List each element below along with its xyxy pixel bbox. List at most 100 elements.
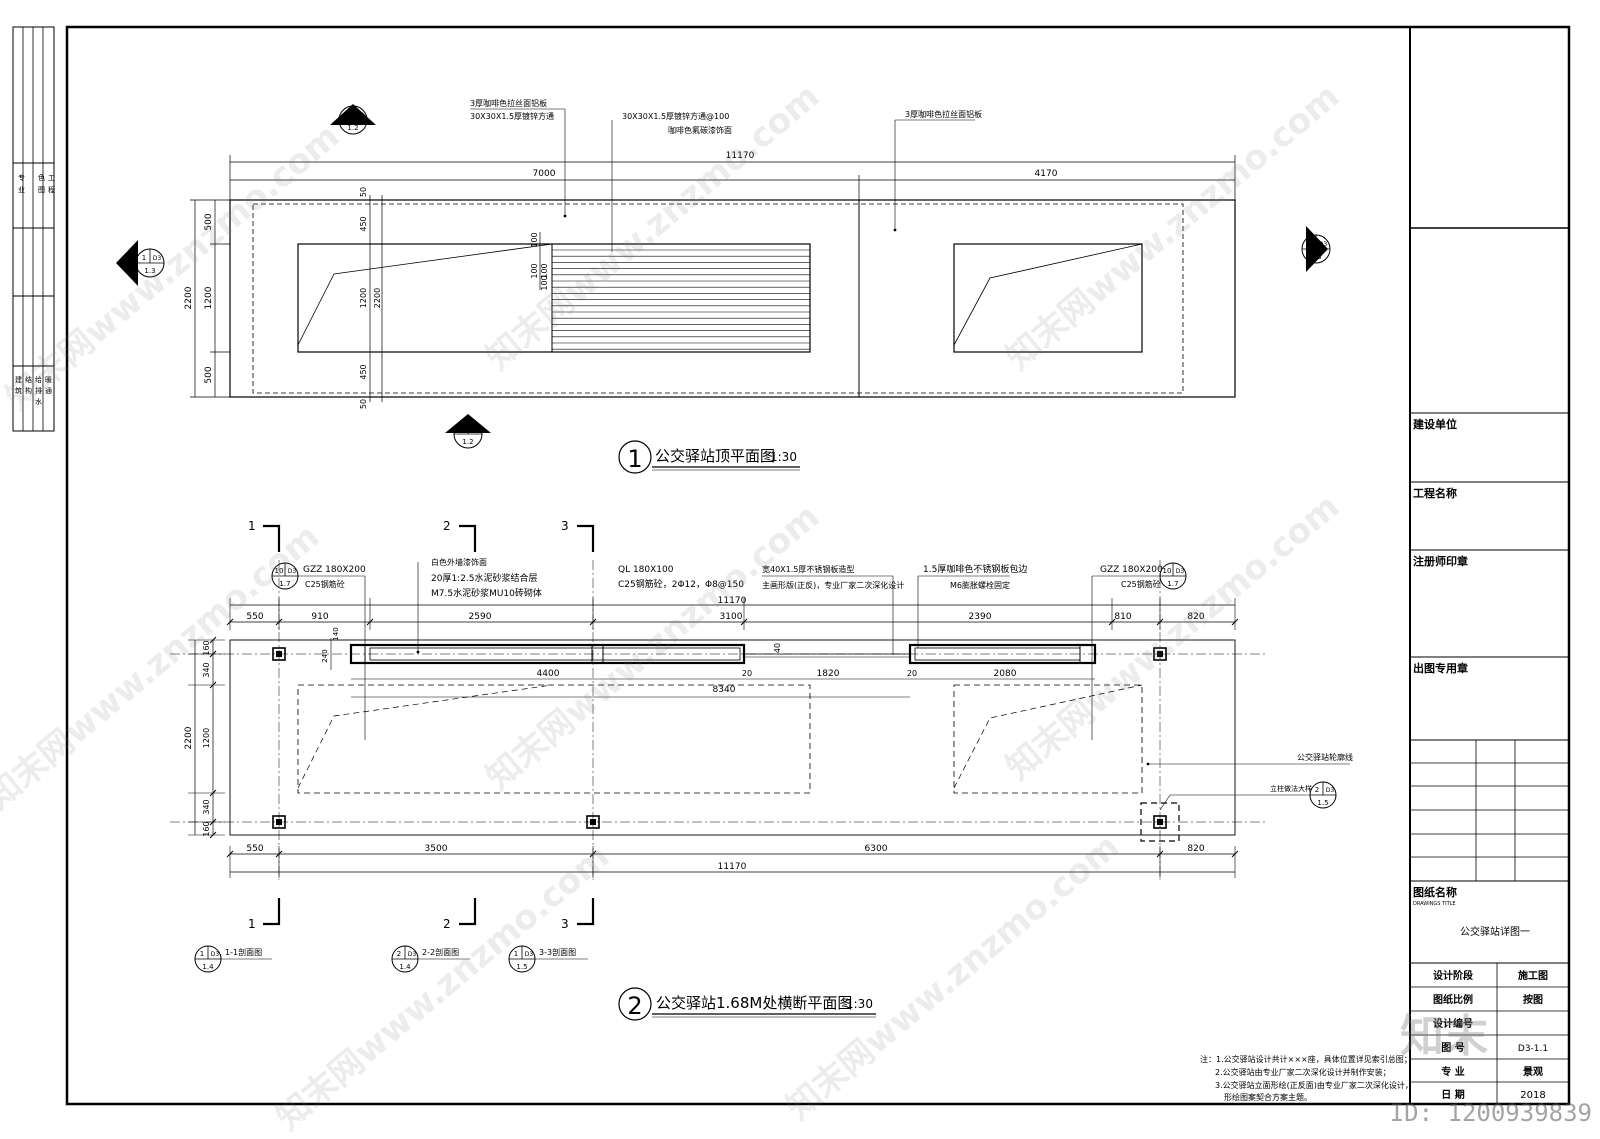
strip-col3-top-2: 程 (48, 185, 55, 194)
section-dim-top-4: 2390 (969, 612, 992, 622)
section-dim-top-6: 820 (1187, 612, 1204, 622)
section-dim-4400: 4400 (537, 669, 560, 679)
roof-plan-title-text: 公交驿站顶平面图 (655, 447, 775, 465)
section-marker-1-D3-1.3-left: 1 D3 1.3 (116, 240, 165, 286)
roof-dim-right: 4170 (1035, 169, 1058, 179)
tb-drawing-name: 公交驿站详图一 (1460, 925, 1530, 938)
cut-label-2-bottom: 2 (443, 917, 451, 931)
strip-col3-bottom-3: 水 (35, 397, 42, 406)
sec1-code: D3 (211, 951, 220, 958)
tb-project-label: 工程名称 (1413, 486, 1457, 500)
section-dim-left-3: 1200 (202, 728, 211, 748)
tb-discipline-label: 专 业 (1441, 1065, 1464, 1078)
column-mid-bottom (586, 815, 600, 829)
strip-col2-bottom-1: 结 (25, 375, 32, 384)
strip-col1-bottom-2: 筑 (15, 386, 22, 395)
section-marker-1-D3-1.2-bottom: 1 D3 1.2 (445, 414, 491, 449)
strip-col1-top-1: 专 (18, 173, 25, 182)
roof-dim-v-500b: 500 (204, 366, 214, 383)
roof-dim-v-500a: 500 (204, 213, 214, 230)
tb-sheet-value: D3-1.1 (1518, 1044, 1548, 1054)
section-dim-top-3: 3100 (720, 612, 743, 622)
sec2-sheet: 1.4 (399, 963, 411, 971)
section-dim-140: 140 (332, 627, 340, 640)
roof-dim-v-1200b: 1200 (359, 288, 368, 308)
sec-d-top: 1 (460, 425, 464, 433)
roof-dim-v-1200: 1200 (204, 286, 214, 309)
note-outline: 公交驿站轮廓线 (1297, 752, 1353, 762)
edge-spec: 1.5厚咖啡色不锈钢板包边 (923, 563, 1027, 575)
wall-finish-2: 20厚1:2.5水泥砂浆结合层 (431, 572, 538, 584)
sec-c-sheet: 1.3 (1310, 253, 1321, 261)
section-dim-left-4: 340 (202, 799, 211, 814)
sec3-top: 1 (514, 950, 518, 958)
tb-client-label: 建设单位 (1413, 417, 1457, 431)
drawing-frame (65, 25, 1571, 1106)
wall-right (908, 643, 1097, 665)
tb-scale-value: 按图 (1523, 993, 1543, 1006)
section-dim-1820: 1820 (817, 669, 840, 679)
section-dim-bottom-1: 3500 (425, 844, 448, 854)
roof-dim-v-50b: 50 (359, 399, 368, 409)
strip-col3-bottom-1: 给 (35, 375, 42, 384)
roof-opening-right-hint (953, 243, 1143, 346)
section-plan-title: 2 公交驿站1.68M处横断平面图 1:30 (618, 987, 876, 1021)
wall-finish-3: M7.5水泥砂浆MU10砖砌体 (431, 587, 542, 599)
sec3-label: 3-3剖面图 (539, 947, 576, 957)
roof-dim-100a: 100 (530, 232, 539, 247)
cut-marker-1-bottom: 1 (248, 898, 281, 931)
section-dim-top-total: 11170 (718, 596, 747, 606)
section-dim-left-5: 160 (202, 821, 211, 836)
tb-stage-value: 施工图 (1518, 969, 1548, 982)
edge-fixing: M6膨胀螺栓固定 (950, 580, 1010, 590)
cut-label-3-bottom: 3 (561, 917, 569, 931)
roof-dim-v-2200b: 2200 (373, 288, 382, 308)
tb-date-label: 日 期 (1441, 1088, 1464, 1101)
strip-col2-top-2: 图 (38, 186, 45, 194)
roof-dim-total: 11170 (726, 151, 755, 161)
roof-plan-number: 1 (627, 445, 642, 473)
section-marker-2-D3-1.3-right: 2 D3 1.3 (1301, 226, 1331, 272)
roof-dim-v-total: 2200 (184, 286, 194, 309)
section-dim-left-2: 2200 (184, 726, 194, 749)
section-ref-2-2: 2 D3 1.4 2-2剖面图 (391, 945, 470, 973)
section-marker-2-D3-1.2-top: 2 D3 1.2 (330, 104, 376, 135)
sec-b-top: 1 (142, 254, 146, 262)
cut-marker-3-top: 3 (561, 519, 595, 552)
watermark-id: ID: 1200939839 (1389, 1099, 1592, 1127)
section-dim-bottom-total: 11170 (718, 862, 747, 872)
roof-opening-right (953, 243, 1143, 353)
sec1-label: 1-1剖面图 (225, 947, 262, 957)
section-dim-top-1: 910 (311, 612, 328, 622)
roof-inner-dashed-outline (252, 203, 1184, 394)
roof-dimensions-top: 11170 7000 4170 (229, 151, 1236, 200)
section-dim-top-5: 810 (1114, 612, 1131, 622)
roof-dim-100c: 100 (540, 263, 549, 278)
strip-col2-top-1: 色 (38, 173, 45, 182)
tb-scale-label: 图纸比例 (1433, 993, 1473, 1006)
roof-plan-title: 1 公交驿站顶平面图 1:30 (618, 440, 800, 474)
cut-marker-1-top: 1 (248, 519, 281, 552)
tb-stamp-label: 出图专用章 (1413, 661, 1468, 675)
section-opening-left (297, 684, 811, 794)
col-right-ref-top: 10 (1163, 567, 1172, 575)
note-line-3: 3.公交驿站立面形绘(正反面)由专业厂家二次深化设计， (1215, 1080, 1413, 1090)
section-dimensions-internal: 4400 20 1820 20 2080 8340 240 140 40 (321, 627, 1095, 698)
section-plan: 11170 550 910 2590 3100 2390 810 820 440… (170, 519, 1413, 1102)
section-dim-top-0: 550 (246, 612, 263, 622)
sec1-sheet: 1.4 (202, 963, 214, 971)
note-detail-sheet: 1.5 (1317, 799, 1328, 807)
sec-a-sheet: 1.2 (347, 124, 358, 132)
title-block: 建设单位 工程名称 注册师印章 出图专用章 图纸名称 DRAWINGS TITL… (1410, 227, 1569, 1104)
col-left-ref-top: 10 (275, 567, 284, 575)
section-slab-outline (229, 639, 1236, 836)
tb-drawing-name-label: 图纸名称 (1413, 885, 1457, 899)
tb-seal-label: 注册师印章 (1413, 554, 1468, 568)
watermark-logo: 知末 (1400, 1011, 1488, 1062)
note-line-1: 注：1.公交驿站设计共计×××座，具体位置详见索引总图； (1200, 1054, 1412, 1064)
sec2-code: D3 (408, 951, 417, 958)
steel-strip-spec: 宽40X1.5厚不锈钢板造型 (762, 564, 854, 574)
column-left-bottom (272, 815, 286, 829)
section-dim-top-2: 2590 (469, 612, 492, 622)
strip-col4-bottom-2: 通 (45, 386, 52, 395)
